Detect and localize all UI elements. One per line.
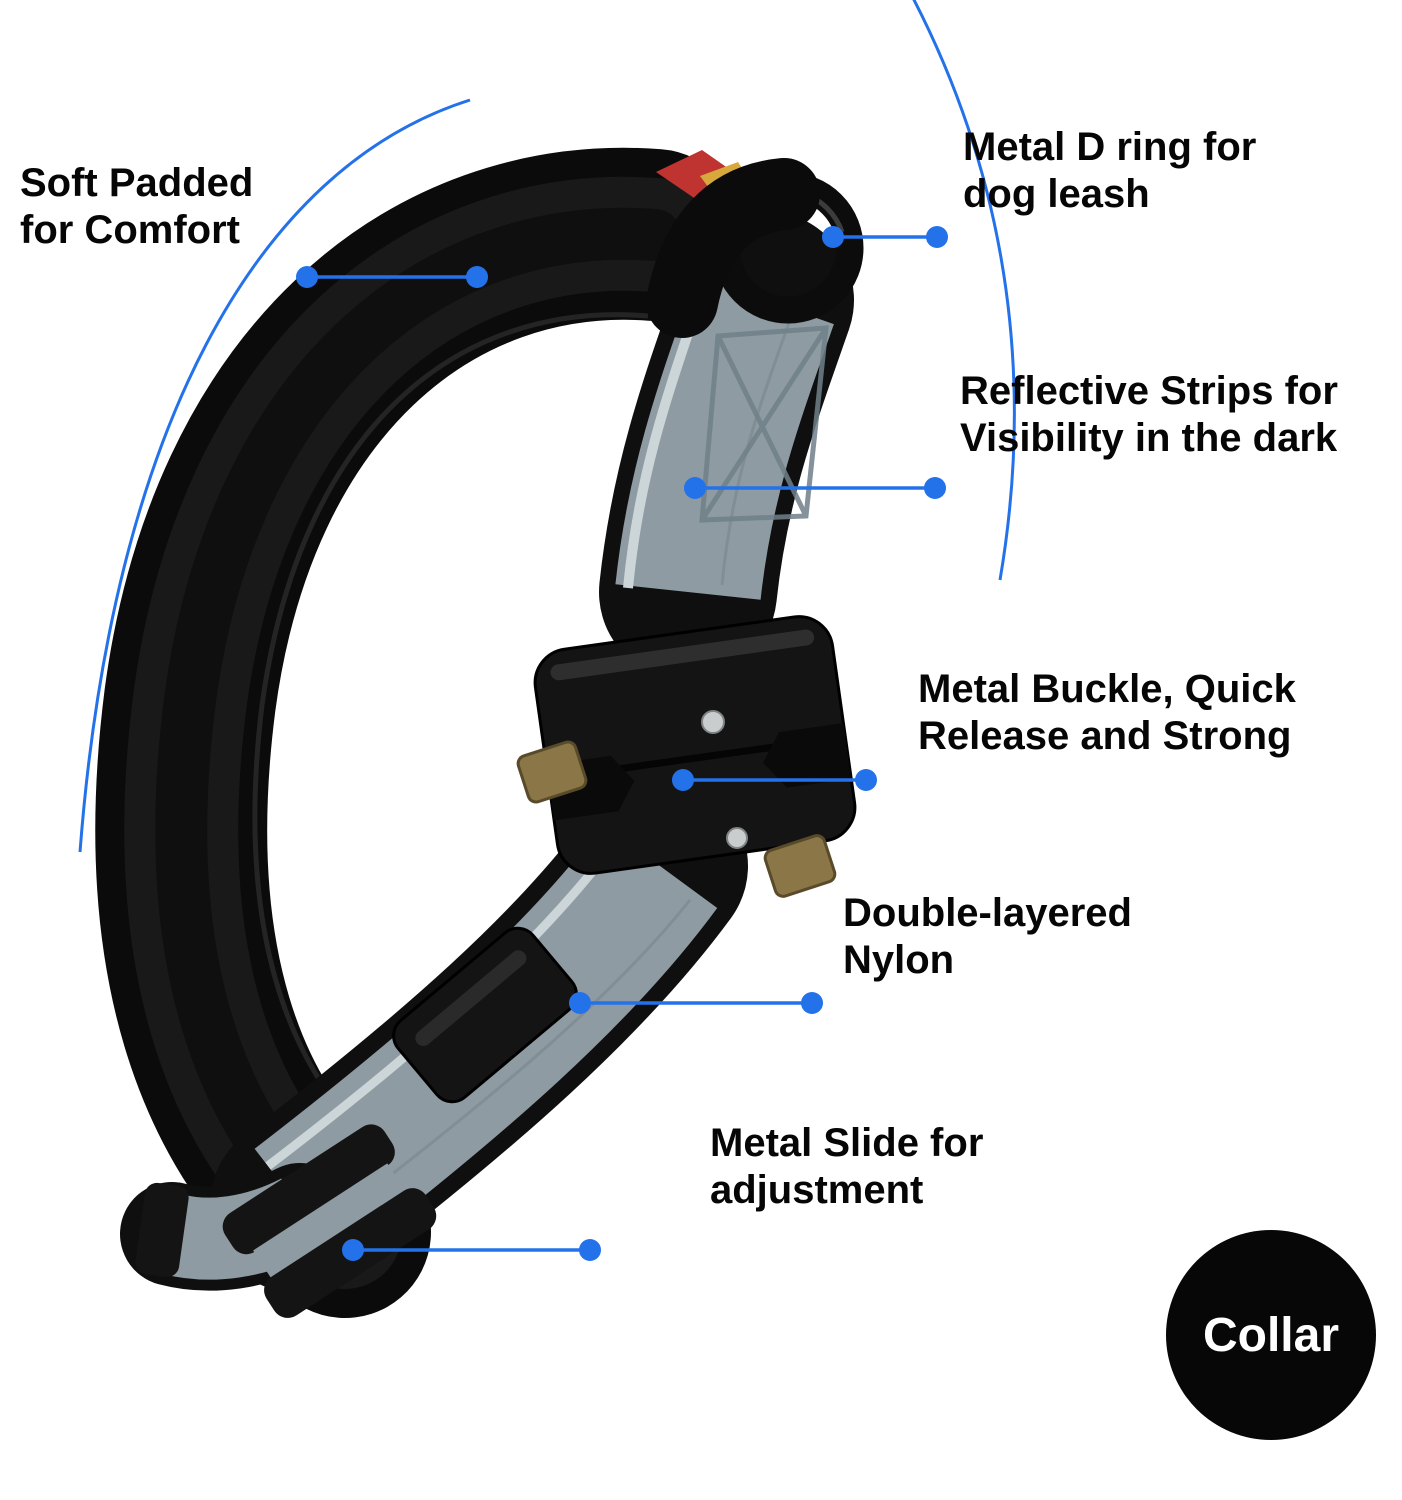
buckle-bevel <box>550 629 815 681</box>
strap-end-cap <box>135 1182 189 1278</box>
buckle-notch-right <box>763 723 852 788</box>
d-ring-feature-dot <box>822 226 844 248</box>
buckle-text-dot <box>855 769 877 791</box>
callout-reflective-strips: Reflective Strips for Visibility in the … <box>960 369 1338 461</box>
keeper-body <box>392 926 578 1104</box>
slide-text-dot <box>579 1239 601 1261</box>
soft-padded-feature-dot <box>466 266 488 288</box>
buckle-rivet-top <box>701 710 725 734</box>
slide-bar-top <box>222 1124 395 1255</box>
collar-badge: Collar <box>1166 1230 1376 1440</box>
band-inner-seam <box>252 312 649 1162</box>
nylon-feature-dot <box>569 992 591 1014</box>
reflective-text-dot <box>924 477 946 499</box>
callout-metal-buckle: Metal Buckle, Quick Release and Strong <box>918 667 1296 759</box>
soft-padded-text-dot <box>296 266 318 288</box>
callout-connectors <box>296 226 948 1261</box>
lower-strap-rib <box>329 899 692 1224</box>
d-ring <box>646 158 864 338</box>
upper-strap <box>599 211 854 681</box>
callout-d-ring: Metal D ring for dog leash <box>963 125 1257 217</box>
callout-soft-padded: Soft Padded for Comfort <box>20 161 254 253</box>
callout-metal-slide: Metal Slide for adjustment <box>710 1121 984 1213</box>
upper-strap-webbing <box>615 275 834 601</box>
band-core <box>155 207 681 1258</box>
keeper-highlight <box>415 950 527 1046</box>
callout-double-layered-nylon: Double-layered Nylon <box>843 891 1132 983</box>
strap-wrap <box>646 158 820 338</box>
collar-badge-label: Collar <box>1202 1308 1340 1362</box>
right-arc <box>912 0 1016 581</box>
buckle-rivet-bottom <box>726 827 748 849</box>
padded-collar-band <box>95 147 741 1318</box>
nylon-text-dot <box>801 992 823 1014</box>
buckle-feature-dot <box>672 769 694 791</box>
brass-prong-right <box>763 834 837 898</box>
brass-prong-left <box>516 740 588 804</box>
left-arc <box>78 98 471 853</box>
metal-buckle <box>516 615 857 898</box>
slide-webbing <box>253 1163 406 1279</box>
strap-keeper <box>392 926 578 1104</box>
d-ring-text-dot <box>926 226 948 248</box>
slide-feature-dot <box>342 1239 364 1261</box>
decorative-arcs <box>78 0 1016 853</box>
reflective-feature-dot <box>684 477 706 499</box>
